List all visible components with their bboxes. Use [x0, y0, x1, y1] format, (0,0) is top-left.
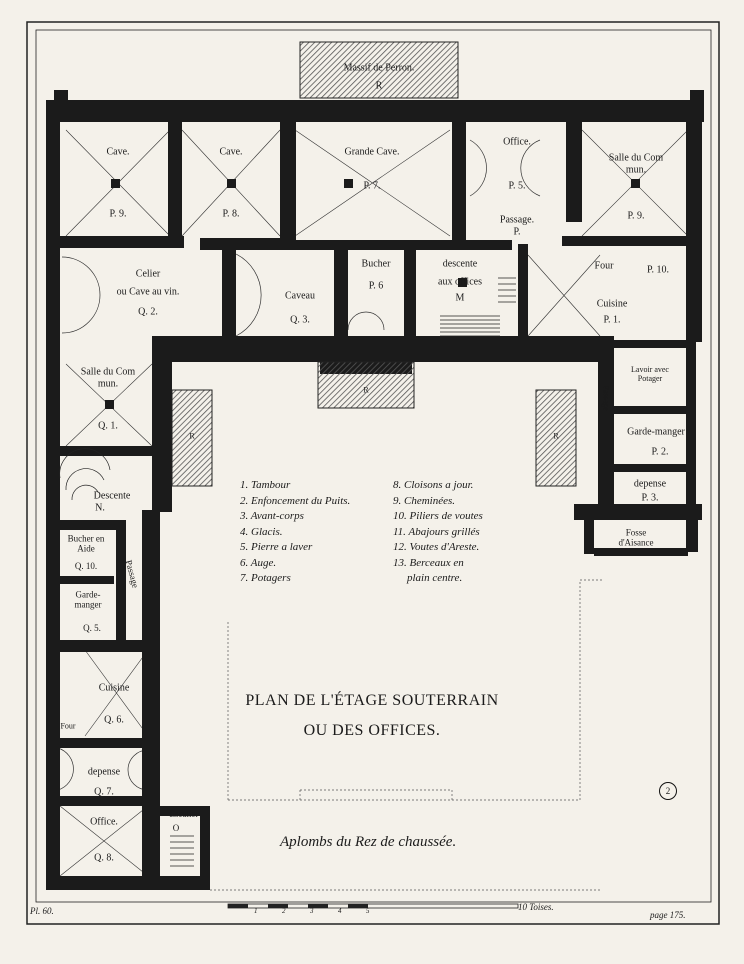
- descente-offices-line2: aux offices: [438, 276, 482, 288]
- scale-bar: [227, 903, 519, 909]
- plate-inner-border: [35, 29, 712, 903]
- avant-corps-top-code: R: [363, 385, 369, 395]
- page-number: page 175.: [650, 910, 686, 920]
- massif-label: Massif de Perron.: [343, 62, 415, 74]
- depense-left-label: depense: [87, 766, 121, 778]
- four-top-label: Four: [594, 260, 614, 272]
- legend-item: plain centre.: [407, 572, 463, 584]
- descente-offices-line1: descente: [442, 258, 478, 270]
- legend-item: 7. Potagers: [240, 572, 291, 584]
- plate-number: Pl. 60.: [30, 906, 54, 916]
- legend-item: 12. Voutes d'Areste.: [393, 541, 480, 553]
- four-left-label: Four: [60, 721, 76, 731]
- caveau-label: Caveau: [285, 290, 315, 302]
- bucher-top-code: P. 6: [368, 280, 384, 292]
- escalier-label: Escalier: [169, 808, 199, 819]
- depense-right-label: depense: [633, 478, 667, 490]
- celier-code: Q. 2.: [138, 306, 158, 318]
- plan-number-marker: 2: [659, 782, 677, 800]
- cave2-label: Cave.: [219, 146, 243, 158]
- legend-item: 4. Glacis.: [240, 525, 283, 538]
- cuisine-top-code: P. 1.: [603, 314, 621, 326]
- bucher-left-code: Q. 10.: [74, 560, 98, 571]
- rez-de-chaussee-outline: [210, 579, 604, 891]
- legend-item: 11. Abajours grillés: [393, 525, 480, 538]
- garde-manger-right-label: Garde-manger: [627, 426, 685, 438]
- scale-number: 1: [254, 907, 258, 915]
- salle-top-label: Salle du Com mun.: [608, 152, 664, 176]
- lavoir-label: Lavoir avec Potager: [631, 364, 669, 383]
- descente-left-code: N.: [95, 502, 105, 514]
- legend-right-column: 8. Cloisons a jour. 9. Cheminées. 10. Pi…: [393, 478, 483, 587]
- walls: [46, 90, 704, 890]
- stairs: [59, 277, 516, 867]
- cuisine-left-code: Q. 6.: [104, 714, 124, 726]
- garde-manger-left-code: Q. 5.: [83, 622, 101, 633]
- salle-top-code: P. 9.: [627, 210, 645, 222]
- legend-item: 10. Piliers de voutes: [393, 510, 483, 522]
- office-top-code: P. 5.: [508, 180, 526, 192]
- office-left-label: Office.: [90, 816, 118, 828]
- caveau-code: Q. 3.: [290, 314, 310, 326]
- legend-item: 8. Cloisons a jour.: [393, 479, 474, 491]
- barrel-vault-arcs: [57, 139, 541, 791]
- legend-item: 9. Cheminées.: [393, 494, 456, 507]
- salle-left-label: Salle du Com mun.: [80, 366, 136, 390]
- legend-item: 3. Avant-corps: [240, 510, 304, 522]
- scale-number: 2: [282, 907, 286, 915]
- legend-item: 6. Auge.: [240, 556, 277, 569]
- depense-left-code: Q. 7.: [94, 786, 114, 798]
- plate-outer-border: [26, 21, 720, 925]
- avant-corps-right-code: R: [553, 431, 559, 441]
- garde-manger-right-code: P. 2.: [651, 446, 669, 458]
- office-top-label: Office.: [503, 136, 531, 148]
- plan-title-line2: OU DES OFFICES.: [303, 722, 441, 739]
- scale-number: 3: [310, 907, 314, 915]
- grande-cave-code: P. 7.: [363, 180, 381, 192]
- cuisine-left-label: Cuisine: [98, 682, 130, 694]
- depense-right-code: P. 3.: [641, 492, 659, 504]
- massif-de-perron: [299, 41, 459, 99]
- cuisine-top-label: Cuisine: [596, 298, 628, 310]
- bucher-left-label: Bucher en Aide: [67, 533, 105, 554]
- escalier-code: O: [172, 822, 180, 833]
- plan-subtitle: Aplombs du Rez de chaussée.: [280, 834, 457, 850]
- celier-label-line1: Celier: [135, 268, 161, 280]
- avant-corps-blocks: [171, 361, 577, 487]
- office-left-code: Q. 8.: [94, 852, 114, 864]
- massif-code: R: [375, 80, 383, 92]
- passage-top-code: P.: [513, 226, 521, 238]
- bucher-top-label: Bucher: [361, 258, 391, 270]
- fosse-label: Fosse d'Aisance: [618, 527, 654, 548]
- legend-item: 1. Tambour: [240, 479, 291, 491]
- scale-number: 4: [338, 907, 342, 915]
- legend-item: 5. Pierre a laver: [240, 541, 313, 553]
- cave2-code: P. 8.: [222, 208, 240, 220]
- scale-label: 10 Toises.: [518, 902, 554, 912]
- scale-number: 5: [366, 907, 370, 915]
- vault-pillars: [105, 179, 640, 409]
- salle-left-code: Q. 1.: [98, 420, 118, 432]
- cave1-code: P. 9.: [109, 208, 127, 220]
- legend-item: 13. Berceaux en: [393, 556, 464, 569]
- plan-title: PLAN DE L'ÉTAGE SOUTERRAIN: [245, 692, 499, 709]
- garde-manger-left-label: Garde-manger: [74, 589, 102, 610]
- avant-corps-left-code: R: [189, 431, 195, 441]
- passage-top-label: Passage.: [499, 214, 535, 226]
- legend-item: 2. Enfoncement du Puits.: [240, 494, 351, 507]
- descente-left-label: Descente: [93, 490, 131, 502]
- grande-cave-label: Grande Cave.: [344, 146, 400, 158]
- four-top-code: P. 10.: [647, 264, 669, 276]
- descente-offices-code: M: [455, 292, 465, 304]
- cave1-label: Cave.: [106, 146, 130, 158]
- passage-right-label: Passage: [601, 385, 611, 411]
- legend-left-column: 1. Tambour 2. Enfoncement du Puits. 3. A…: [240, 478, 350, 587]
- celier-label-line2: ou Cave au vin.: [116, 286, 180, 298]
